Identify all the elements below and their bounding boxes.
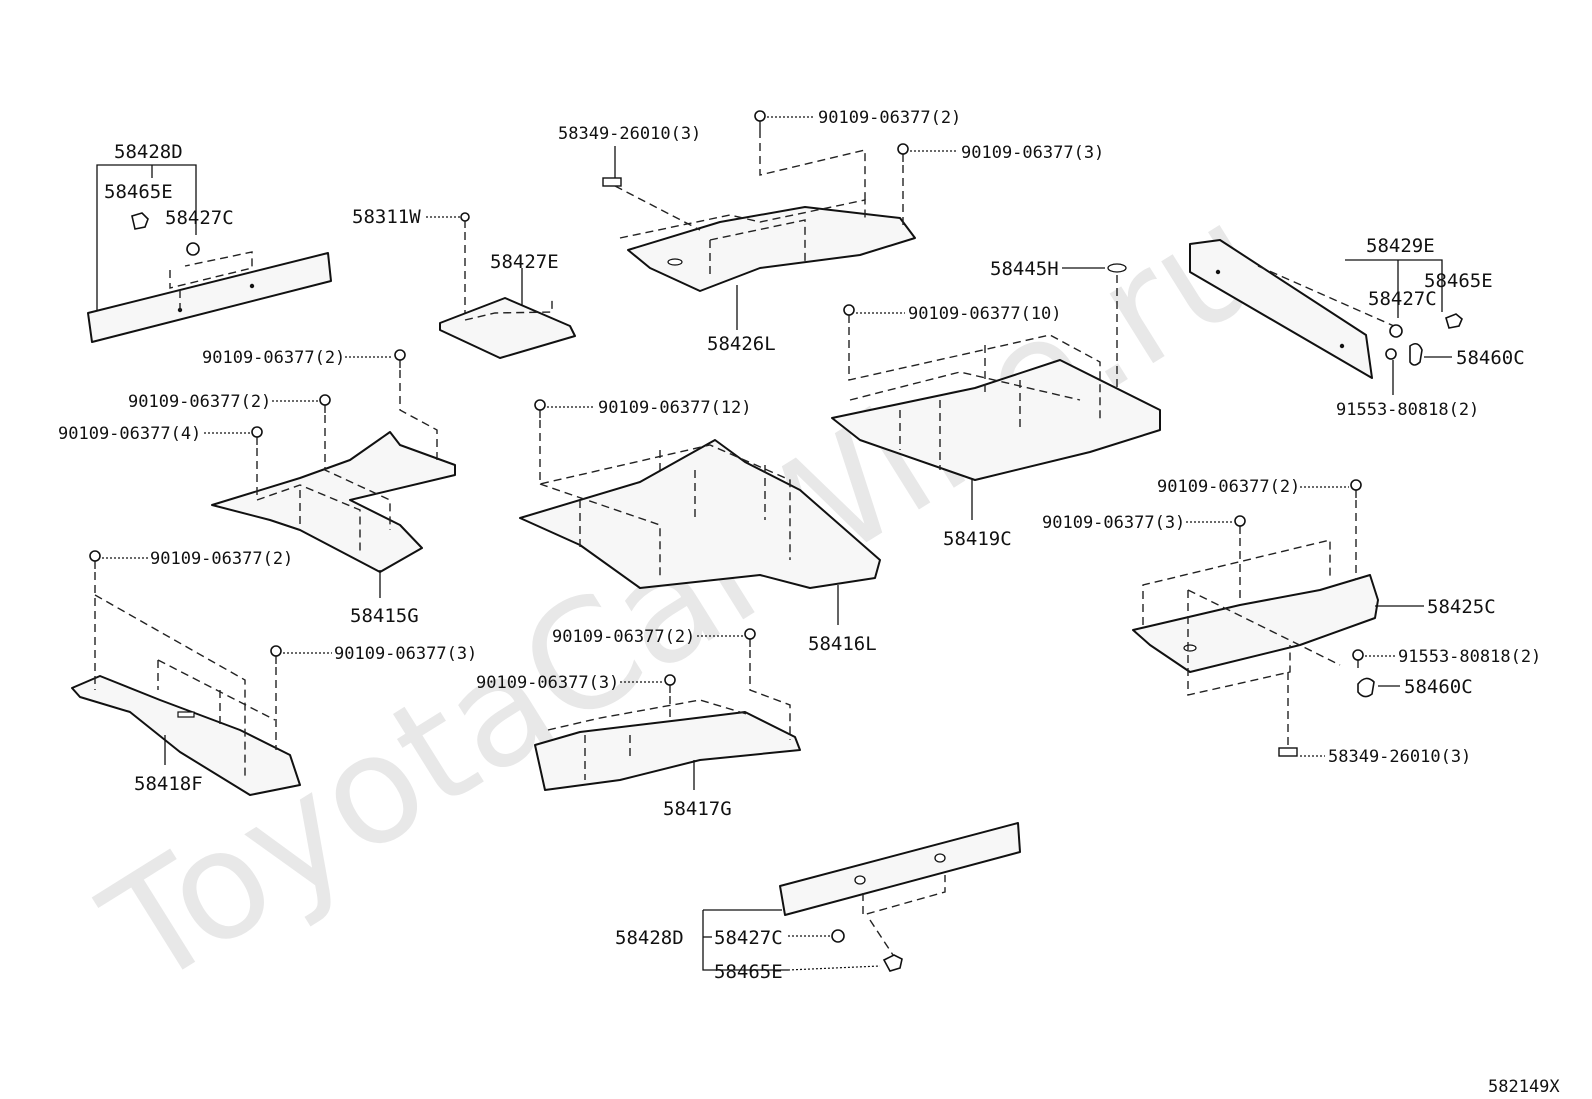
label-58425C: 58425C bbox=[1427, 596, 1496, 618]
panel-58426L bbox=[614, 130, 916, 292]
label-90109-left-4: 90109-06377(4) bbox=[58, 424, 201, 444]
label-58465E-bottom: 58465E bbox=[714, 961, 783, 983]
diagram-id: 582149X bbox=[1488, 1077, 1560, 1097]
fastener-58465E-top bbox=[131, 212, 149, 230]
label-90109-left-2b: 90109-06377(2) bbox=[128, 392, 271, 412]
label-58445H: 58445H bbox=[990, 258, 1059, 280]
scuff-plate-58428D-bottom bbox=[779, 822, 1021, 959]
pad-58349-low bbox=[1278, 747, 1298, 757]
label-58349-26010-low: 58349-26010(3) bbox=[1328, 747, 1471, 767]
panel-58427E bbox=[439, 297, 576, 359]
label-58428D-bottom: 58428D bbox=[615, 927, 684, 949]
panel-58415G bbox=[211, 370, 456, 573]
label-90109-mid-3: 90109-06377(3) bbox=[476, 673, 619, 693]
label-90109-mid-2: 90109-06377(2) bbox=[552, 627, 695, 647]
label-58427C-top: 58427C bbox=[165, 207, 234, 229]
label-90109-10: 90109-06377(10) bbox=[908, 304, 1062, 324]
panel-58425C bbox=[1132, 500, 1379, 696]
hook-58460C-right bbox=[1409, 342, 1423, 366]
panel-58416L bbox=[519, 420, 881, 589]
label-58349-26010-top: 58349-26010(3) bbox=[558, 124, 701, 144]
label-58460C-low: 58460C bbox=[1404, 676, 1473, 698]
panel-58419C bbox=[831, 327, 1161, 481]
fastener-58465E-right bbox=[1445, 313, 1463, 329]
bolt-90109-mid-3 bbox=[664, 674, 676, 693]
bolt-90109-right-2 bbox=[1350, 479, 1362, 498]
panel-58417G bbox=[534, 650, 801, 791]
label-58415G: 58415G bbox=[350, 605, 419, 627]
fastener-58465E-bottom bbox=[882, 954, 903, 972]
label-58311W: 58311W bbox=[352, 206, 421, 228]
label-90109-lowleft-3: 90109-06377(3) bbox=[334, 644, 477, 664]
label-90109-right-3: 90109-06377(3) bbox=[1042, 513, 1185, 533]
bolt-90109-left-2b bbox=[319, 394, 331, 413]
bolt-90109-top-2 bbox=[754, 110, 766, 130]
bolt-90109-left-2a bbox=[394, 349, 406, 368]
label-90109-left-2a: 90109-06377(2) bbox=[202, 348, 345, 368]
label-91553-low: 91553-80818(2) bbox=[1398, 647, 1541, 667]
label-58427E: 58427E bbox=[490, 251, 559, 273]
label-58465E-right: 58465E bbox=[1424, 270, 1493, 292]
clip-58427C-top bbox=[186, 242, 200, 256]
scuff-plate-58428D-top bbox=[87, 251, 332, 343]
clip-91553-low bbox=[1352, 649, 1364, 668]
bolt-90109-left-4 bbox=[251, 426, 263, 445]
pad-58349-top bbox=[602, 177, 622, 187]
label-58416L: 58416L bbox=[808, 633, 877, 655]
bolt-90109-right-3 bbox=[1234, 515, 1246, 534]
clip-91553-top bbox=[1385, 348, 1397, 360]
label-58417G: 58417G bbox=[663, 798, 732, 820]
scuff-plate-58429E bbox=[1189, 239, 1395, 379]
bolt-90109-top-3 bbox=[897, 143, 909, 162]
label-91553-top: 91553-80818(2) bbox=[1336, 400, 1479, 420]
label-58429E: 58429E bbox=[1366, 235, 1435, 257]
label-90109-top-3: 90109-06377(3) bbox=[961, 143, 1104, 163]
clip-58311W bbox=[460, 212, 470, 228]
label-58465E-top: 58465E bbox=[104, 181, 173, 203]
bolt-90109-lowleft-3 bbox=[270, 645, 282, 664]
bolt-90109-12 bbox=[534, 399, 546, 418]
label-90109-12: 90109-06377(12) bbox=[598, 398, 752, 418]
bolt-90109-10 bbox=[843, 304, 855, 323]
panel-58418F bbox=[71, 572, 301, 796]
label-58426L: 58426L bbox=[707, 333, 776, 355]
plug-58445H bbox=[1107, 263, 1127, 273]
hook-58460C-low bbox=[1357, 677, 1375, 698]
label-90109-right-2: 90109-06377(2) bbox=[1157, 477, 1300, 497]
label-58428D-top: 58428D bbox=[114, 141, 183, 163]
label-58427C-bottom: 58427C bbox=[714, 927, 783, 949]
label-58418F: 58418F bbox=[134, 773, 203, 795]
label-90109-top-2: 90109-06377(2) bbox=[818, 108, 961, 128]
clip-58427C-bottom bbox=[831, 929, 845, 943]
label-58460C-right: 58460C bbox=[1456, 347, 1525, 369]
clip-58427C-right bbox=[1389, 324, 1403, 338]
bolt-90109-lowleft-2 bbox=[89, 550, 101, 569]
label-58419C: 58419C bbox=[943, 528, 1012, 550]
label-90109-lowleft-2: 90109-06377(2) bbox=[150, 549, 293, 569]
label-58427C-right: 58427C bbox=[1368, 288, 1437, 310]
bolt-90109-mid-2 bbox=[744, 628, 756, 647]
